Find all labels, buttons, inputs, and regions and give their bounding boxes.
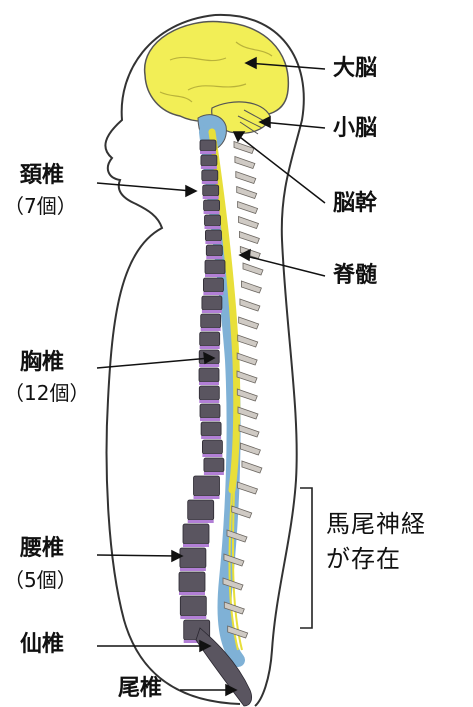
- intervertebral-disc: [180, 616, 206, 619]
- label-sacral: 仙椎: [20, 634, 64, 656]
- vertebra: [202, 170, 218, 181]
- intervertebral-disc: [204, 211, 220, 214]
- arrowhead-cervical: [186, 186, 196, 196]
- intervertebral-disc: [203, 292, 223, 295]
- intervertebral-disc: [179, 592, 205, 595]
- label-cervical: 頚椎: [20, 165, 64, 187]
- vertebra: [201, 422, 221, 436]
- spinous-process: [237, 187, 257, 199]
- intervertebral-disc: [205, 226, 221, 229]
- spinous-process: [237, 353, 257, 365]
- intervertebral-disc: [202, 181, 218, 184]
- vertebra: [203, 278, 223, 292]
- intervertebral-disc: [201, 166, 217, 169]
- intervertebral-disc: [183, 544, 209, 547]
- spinous-process: [237, 482, 257, 494]
- vertebra: [204, 458, 224, 472]
- spinous-process: [238, 202, 258, 214]
- spinous-process: [234, 142, 254, 154]
- label-cerebellum: 小脳: [333, 118, 377, 140]
- spinous-process: [243, 263, 263, 275]
- spinous-process: [235, 157, 255, 169]
- intervertebral-disc: [194, 496, 220, 499]
- label-lumbar-count: （5個）: [4, 570, 77, 590]
- spinous-process: [240, 443, 260, 455]
- spinous-process: [238, 407, 258, 419]
- vertebra: [179, 572, 205, 592]
- vertebra: [183, 524, 209, 544]
- arrow-cervical: [97, 183, 192, 191]
- intervertebral-disc: [188, 520, 214, 523]
- vertebra: [206, 245, 222, 256]
- intervertebral-disc: [199, 364, 219, 367]
- intervertebral-disc: [202, 454, 222, 457]
- intervertebral-disc: [201, 436, 221, 439]
- vertebra: [180, 596, 206, 616]
- vertebra: [200, 404, 220, 418]
- spinous-process: [240, 299, 260, 311]
- vertebra: [202, 296, 222, 310]
- label-cauda-line2: が存在: [326, 547, 401, 571]
- label-lumbar: 腰椎: [20, 538, 64, 560]
- vertebra: [200, 140, 216, 151]
- label-coccyx: 尾椎: [118, 678, 162, 700]
- vertebra: [205, 260, 225, 274]
- label-cauda-line1: 馬尾神経: [326, 512, 426, 536]
- intervertebral-disc: [180, 568, 206, 571]
- intervertebral-disc: [203, 196, 219, 199]
- intervertebral-disc: [199, 400, 219, 403]
- vertebral-column: [179, 140, 252, 706]
- spinous-process: [238, 335, 258, 347]
- intervertebral-disc: [205, 241, 221, 244]
- arrow-cerebellum: [262, 122, 325, 128]
- intervertebral-disc: [204, 472, 224, 475]
- vertebra: [199, 368, 219, 382]
- spinous-process: [239, 232, 259, 244]
- label-thoracic: 胸椎: [20, 352, 64, 374]
- vertebra: [201, 314, 221, 328]
- spinous-process: [242, 461, 262, 473]
- vertebra: [205, 230, 221, 241]
- vertebra: [205, 215, 221, 226]
- arrow-lumbar: [97, 555, 178, 556]
- intervertebral-disc: [202, 310, 222, 313]
- spinous-process: [239, 425, 259, 437]
- intervertebral-disc: [200, 151, 216, 154]
- intervertebral-disc: [206, 256, 222, 259]
- arrow-thoracic: [97, 358, 210, 368]
- intervertebral-disc: [199, 382, 219, 385]
- spinous-process: [239, 317, 259, 329]
- vertebra: [199, 386, 219, 400]
- spinous-process: [236, 172, 256, 184]
- vertebra: [204, 200, 220, 211]
- label-cerebrum: 大脳: [333, 58, 377, 80]
- spinous-process: [239, 217, 259, 229]
- cauda-bracket: [300, 488, 312, 628]
- vertebra: [201, 155, 217, 166]
- label-cervical-count: （7個）: [4, 196, 77, 216]
- vertebra: [188, 500, 214, 520]
- vertebra: [202, 440, 222, 454]
- vertebra: [200, 332, 220, 346]
- label-spinal-cord: 脊髄: [333, 265, 377, 287]
- intervertebral-disc: [200, 346, 220, 349]
- vertebra: [180, 548, 206, 568]
- intervertebral-disc: [201, 328, 221, 331]
- vertebra: [203, 185, 219, 196]
- spinous-process: [241, 281, 261, 293]
- vertebra: [194, 476, 220, 496]
- intervertebral-disc: [205, 274, 225, 277]
- intervertebral-disc: [200, 418, 220, 421]
- label-brainstem: 脳幹: [333, 193, 377, 215]
- label-thoracic-count: （12個）: [4, 383, 89, 403]
